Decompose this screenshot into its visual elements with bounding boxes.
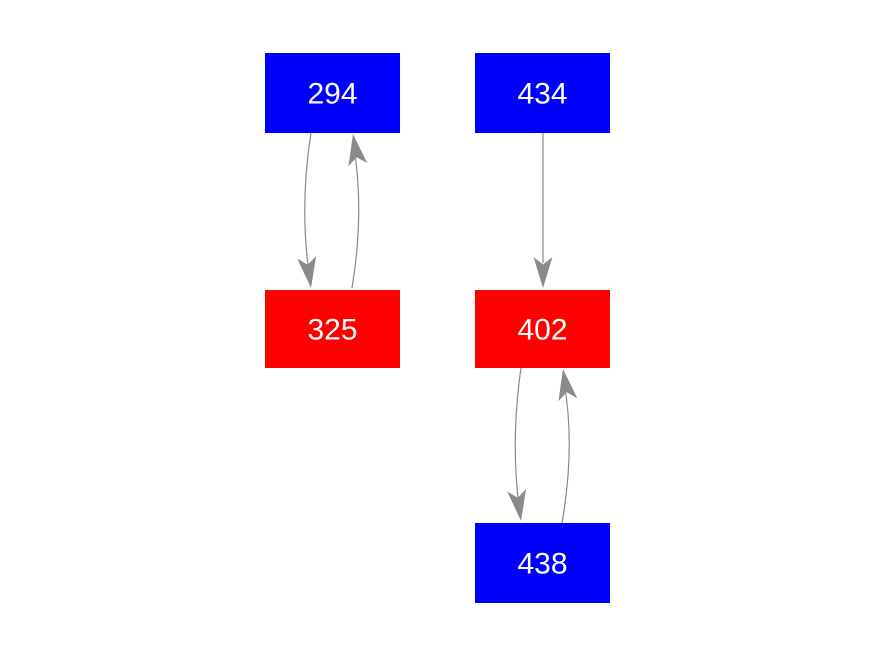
node-438[interactable]: 438 xyxy=(475,523,610,603)
node-434[interactable]: 434 xyxy=(475,53,610,133)
edge-438-402 xyxy=(558,369,578,524)
node-325[interactable]: 325 xyxy=(265,290,400,368)
edge-325-294 xyxy=(348,134,368,289)
node-434-box[interactable] xyxy=(475,53,610,133)
node-325-box[interactable] xyxy=(265,290,400,368)
edge-294-325 xyxy=(297,132,317,288)
node-438-box[interactable] xyxy=(475,523,610,603)
edge-294-325-line xyxy=(304,132,312,281)
edge-325-294-arrowhead-icon xyxy=(348,134,368,167)
edge-402-438-arrowhead-icon xyxy=(507,488,527,521)
node-402-box[interactable] xyxy=(475,290,610,368)
node-402[interactable]: 402 xyxy=(475,290,610,368)
node-294-box[interactable] xyxy=(265,53,400,133)
edge-294-325-arrowhead-icon xyxy=(297,255,317,288)
edge-438-402-arrowhead-icon xyxy=(558,369,578,402)
edge-434-402-arrowhead-icon xyxy=(533,257,553,288)
node-294[interactable]: 294 xyxy=(265,53,400,133)
edge-402-438 xyxy=(507,367,527,521)
edge-434-402 xyxy=(533,133,553,288)
